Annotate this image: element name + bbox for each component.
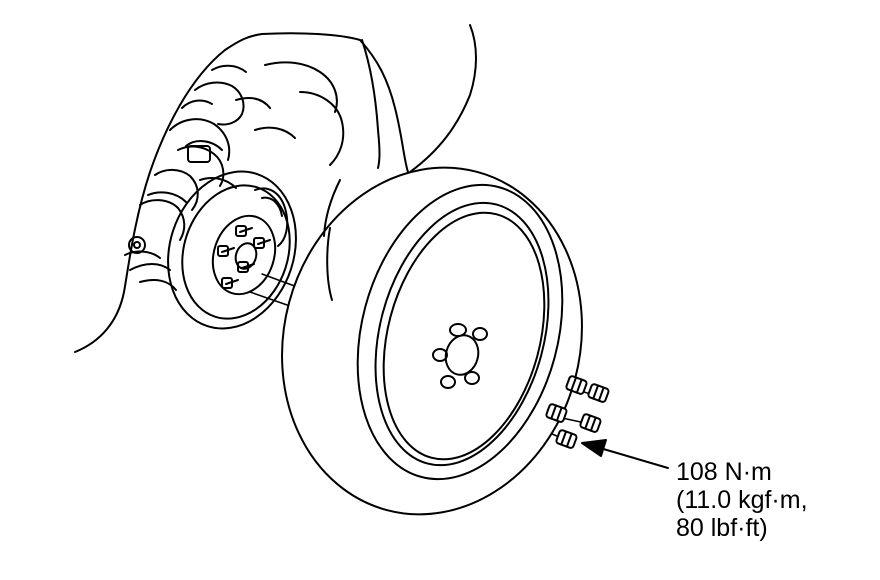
wheel-center	[432, 323, 488, 389]
tire	[281, 166, 583, 516]
torque-value-lbfft: 80 lbf·ft)	[676, 514, 768, 542]
lug-nut	[555, 429, 578, 449]
torque-callout-arrow	[581, 439, 669, 469]
lug-nut	[565, 375, 588, 395]
torque-value-kgfm: (11.0 kgf·m,	[676, 486, 808, 514]
lug-nut	[545, 403, 568, 423]
fender-outline	[74, 24, 477, 353]
torque-spec-callout: 108 N·m (11.0 kgf·m, 80 lbf·ft)	[676, 458, 808, 542]
wheel-rim	[374, 201, 550, 467]
lug-nut	[587, 383, 610, 403]
lug-nut	[579, 413, 602, 433]
torque-value-nm: 108 N·m	[676, 458, 772, 486]
lug-nuts	[545, 375, 610, 449]
hub-studs	[217, 225, 271, 289]
suspension-assembly	[124, 61, 345, 291]
